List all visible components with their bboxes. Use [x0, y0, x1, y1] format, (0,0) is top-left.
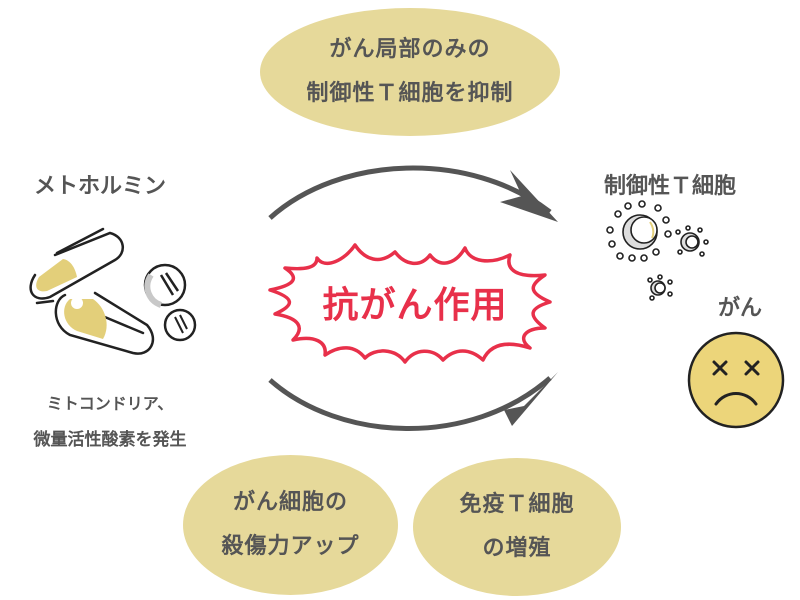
metformin-title: メトホルミン	[33, 174, 166, 199]
metformin-caption-line2: 微量活性酸素を発生	[33, 430, 187, 450]
bottom-bubble-1-line1: がん細胞の	[232, 490, 348, 515]
dead-face-icon	[687, 331, 785, 429]
top-arrow-icon	[268, 165, 558, 222]
pills-icon	[29, 227, 197, 355]
anticancer-effect-label: 抗がん作用	[322, 285, 508, 326]
regulatory-tcell-title: 制御性Ｔ細胞	[603, 174, 736, 199]
virus-cells-icon	[606, 200, 709, 301]
top-bubble-line2: 制御性Ｔ細胞を抑制	[306, 81, 514, 106]
bottom-bubble-tcell-proliferation: 免疫Ｔ細胞 の増殖	[413, 458, 621, 596]
bottom-bubble-2-line2: の増殖	[482, 536, 552, 561]
burst-icon	[268, 243, 552, 364]
metformin-caption-line1: ミトコンドリア、	[46, 394, 174, 413]
bottom-bubble-1-line2: 殺傷力アップ	[221, 534, 360, 559]
cancer-title: がん	[717, 296, 762, 321]
bottom-bubble-kill-power: がん細胞の 殺傷力アップ	[183, 455, 398, 595]
bottom-arrow-icon	[268, 372, 558, 431]
bottom-bubble-2-line1: 免疫Ｔ細胞	[459, 492, 575, 517]
top-bubble-line1: がん局部のみの	[329, 37, 491, 62]
top-effect-bubble: がん局部のみの 制御性Ｔ細胞を抑制	[260, 8, 560, 136]
